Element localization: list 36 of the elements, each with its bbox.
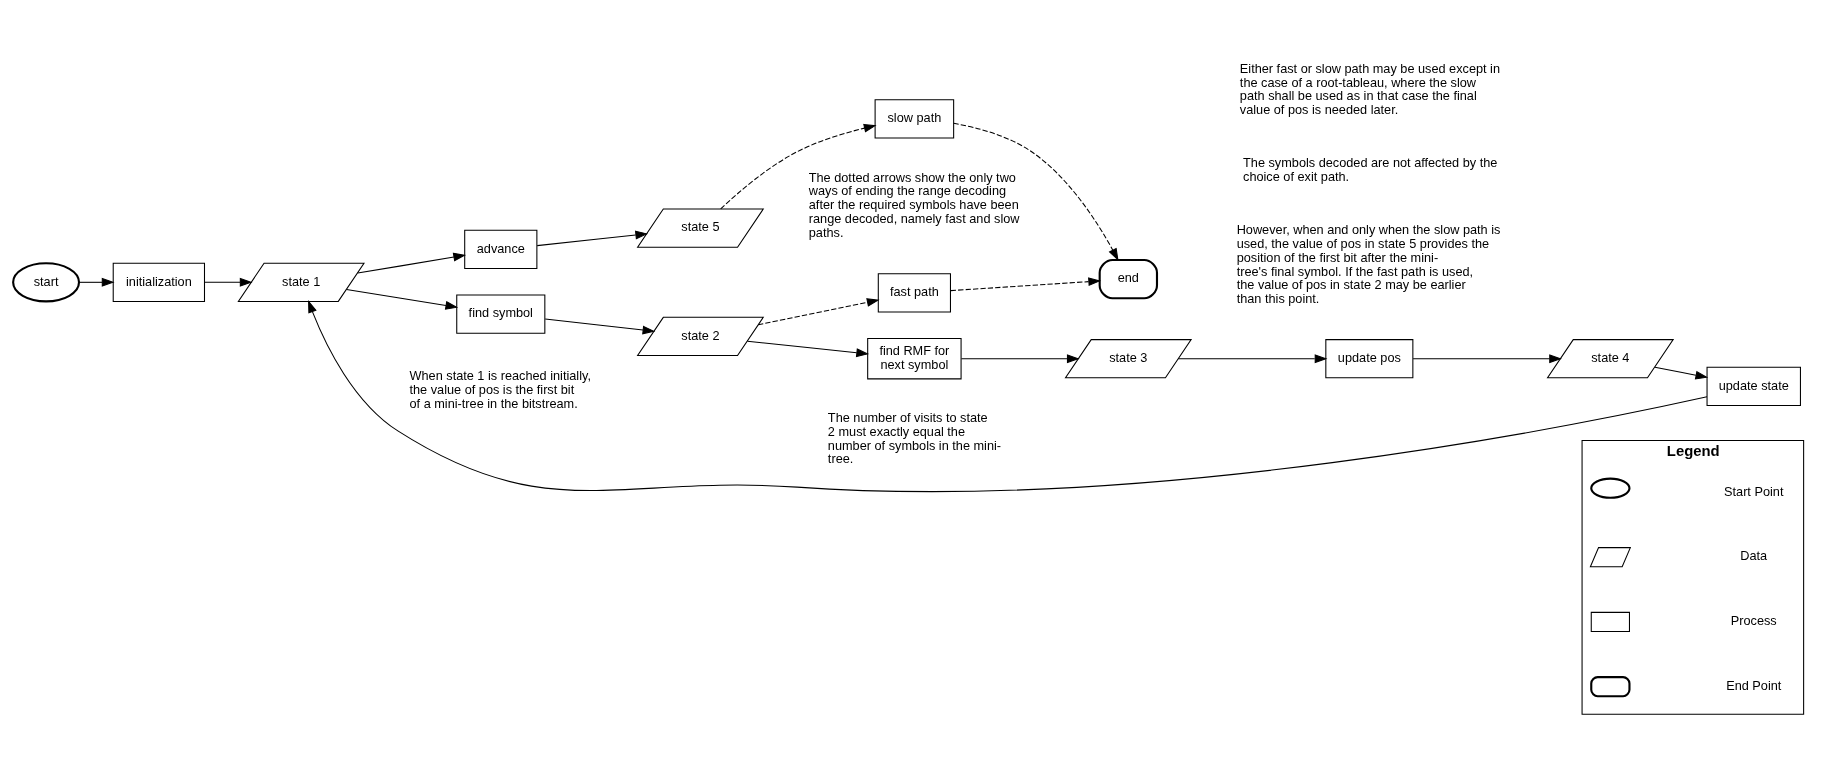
arrow — [308, 299, 1708, 492]
node-ellipse: start — [12, 261, 81, 302]
arrow — [357, 252, 467, 274]
node-box: find symbol — [456, 294, 546, 334]
label: The symbols decoded are not affected by the choice of exit path. — [1243, 154, 1498, 184]
label: Either fast or slow path may be used except in the case of a root-tableau, where the slow path shall be used as in that case the final value of pos is needed later. — [1239, 60, 1501, 117]
arrow — [536, 230, 649, 246]
arrow — [78, 277, 115, 287]
arrow — [346, 288, 459, 310]
arrow — [720, 123, 877, 209]
arrow — [960, 353, 1080, 363]
label: When state 1 is reached initially, the value of pos is the first bit of a mini-tree in the bitstream. — [409, 367, 591, 411]
arrow — [1177, 353, 1328, 363]
arrow — [953, 122, 1119, 261]
legend-label: End Point — [1726, 677, 1782, 693]
legend-label: Process — [1730, 612, 1777, 628]
node-box: initialization — [112, 262, 205, 302]
arrow — [204, 277, 253, 287]
node-box: find RMF for next symbol — [867, 337, 962, 379]
arrow — [1412, 353, 1562, 363]
node-box: slow path — [874, 98, 955, 138]
arrow — [544, 318, 656, 334]
legend-label: Start Point — [1724, 483, 1784, 499]
label: The number of visits to state 2 must exactly equal the number of symbols in the mini-tree. — [827, 409, 1002, 466]
node-box: advance — [464, 229, 538, 269]
label: The dotted arrows show the only two ways of ending the range decoding after the required symbols have been range decoded, namely fast and slow paths. — [808, 169, 1020, 240]
node-box: update state — [1706, 366, 1801, 406]
node-box: end — [1098, 258, 1159, 299]
arrow — [950, 276, 1102, 291]
label: However, when and only when the slow path is used, the value of pos in state 5 provides the position of the first bit after the mini-tree's final symbol. If the fast path is used, the value of pos in state 2 may be earlier than this point. — [1236, 221, 1501, 306]
legend-label: Data — [1740, 547, 1768, 563]
node-box: update pos — [1325, 338, 1414, 378]
arrow — [1654, 366, 1709, 380]
arrow — [746, 340, 870, 357]
node-box: fast path — [877, 272, 951, 313]
arrow — [757, 297, 880, 325]
